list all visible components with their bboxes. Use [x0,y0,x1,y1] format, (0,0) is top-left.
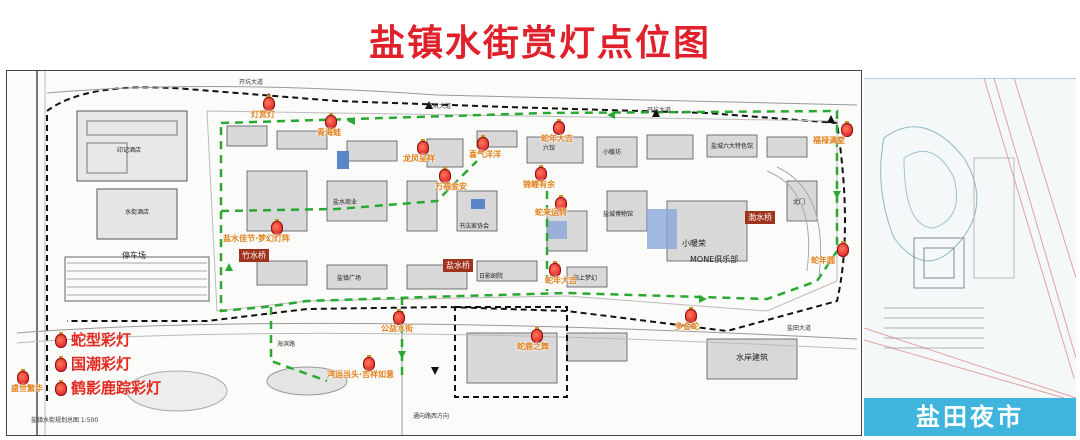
lantern-marker[interactable] [439,167,451,183]
building-tag-yanshui[interactable]: 盐水桥 [443,259,473,272]
building-label: 盐水商业 [333,199,358,206]
lantern-label: 蛇年大吉 [545,276,577,285]
lantern-label: 蛇年大吉 [541,134,573,143]
building-tag-xiaonuan: 小暖荣 [682,239,706,248]
lantern-label: 盛世繁华 [11,384,43,393]
building-tag-waterfront: 水岸建筑 [736,353,768,362]
adjacent-map [864,78,1076,398]
building-label: 水街酒店 [125,209,150,216]
lantern-icon [55,332,67,348]
lantern-marker[interactable] [837,241,849,257]
map-title: 盐镇水街赏灯点位图 [368,22,711,64]
lantern-label: 盐水佳节·梦幻灯阵 [223,234,291,243]
lantern-label: 蛇来运转 [535,208,567,217]
lantern-label: 多金蛇 [675,322,699,331]
lantern-label: 蛇年圆 [811,256,835,265]
lantern-marker[interactable] [263,95,275,111]
legend-guochao-lantern: 国潮彩灯 [55,353,131,374]
building-label: 书法家协会 [459,223,490,230]
lantern-label: 福禄满堂 [813,136,845,145]
legend-snake-lantern: 蛇型彩灯 [55,329,131,350]
building-label: 小暖坊 [603,149,622,156]
building-label: 盐城博物馆 [603,211,634,218]
road-label: 开坑大道 [427,103,452,110]
lantern-label: 龙凤呈祥 [403,154,435,163]
building-label: 盐城六大特色馆 [711,143,754,150]
lantern-marker[interactable] [363,355,375,371]
lantern-label: 喜气洋洋 [469,150,501,159]
night-market-banner: 盐田夜市 [864,398,1076,436]
road-label: 开坑大道 [239,79,264,86]
lantern-label: 鸿运当头·吉祥如意 [327,370,395,379]
lantern-marker[interactable] [555,195,567,211]
lantern-label: 万福金安 [435,182,467,191]
building-tag-zhushui[interactable]: 竹水桥 [239,249,269,262]
road-label: 盐田大道 [787,325,812,332]
lantern-label: 公益水街 [381,324,413,333]
site-plan-drawing [16,71,858,435]
road-label: 海滨路 [277,341,296,348]
building-tag-boshui[interactable]: 渤水桥 [745,211,775,224]
lantern-marker[interactable] [549,261,561,277]
building-tag-parking: 停车场 [122,251,146,260]
lantern-label: 灯赏灯 [251,110,275,119]
road-label: 开坑大道 [647,107,672,114]
lantern-marker[interactable] [393,309,405,325]
road-label: 通向路西方向 [413,413,450,420]
building-label: 海上梦幻 [573,275,598,282]
lantern-icon [55,380,67,396]
lantern-marker[interactable] [417,139,429,155]
lantern-label: 青海蛙 [317,128,341,137]
lantern-marker[interactable] [685,307,697,323]
lantern-marker[interactable] [535,165,547,181]
building-label: 盐镇广场 [337,275,362,282]
lantern-icon [55,356,67,372]
lantern-marker[interactable] [477,135,489,151]
lantern-marker[interactable] [271,219,283,235]
building-label: 印记酒店 [117,147,142,154]
building-label: 北门 [793,199,806,206]
adjacent-plan-drawing [864,78,1076,398]
site-map: 开坑大道 开坑大道 开坑大道 海滨路 盐田大道 通向路西方向 印记酒店 水街酒店… [6,70,862,436]
lantern-marker[interactable] [841,121,853,137]
lantern-label: 锦鲤有余 [523,180,555,189]
lantern-marker[interactable] [553,119,565,135]
scale-note: 盐镇水街规划总图 1:500 [31,417,99,424]
lantern-marker[interactable] [531,327,543,343]
building-label: 六馆 [543,145,556,152]
lantern-marker[interactable] [17,369,29,385]
building-tag-mone: MONE俱乐部 [690,255,739,264]
lantern-label: 蛇鹿之舞 [517,342,549,351]
lantern-marker[interactable] [325,113,337,129]
building-label: 日影剧院 [479,273,504,280]
legend-crane-deer-lantern: 鹤影鹿踪彩灯 [55,377,161,398]
